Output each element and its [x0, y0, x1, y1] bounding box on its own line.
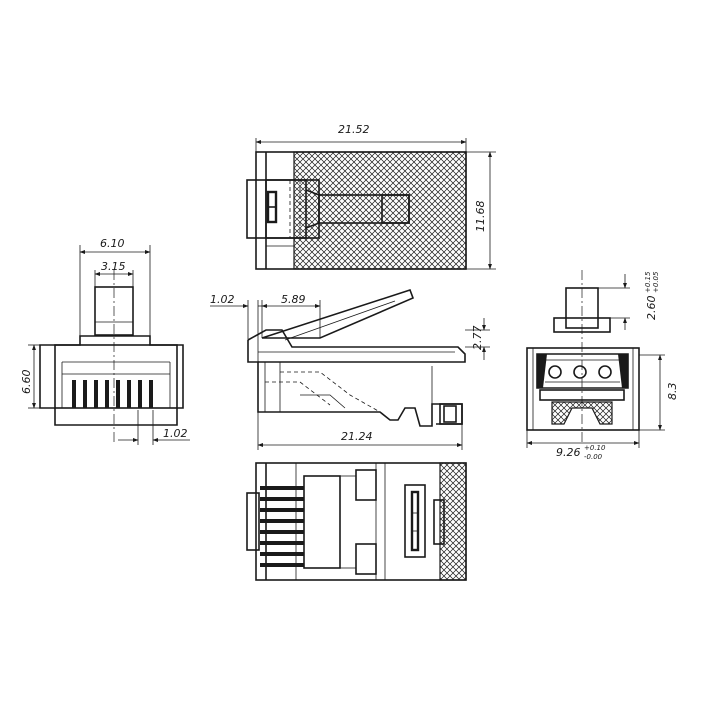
top-view: 21.52 11.68: [246, 123, 496, 270]
right-hatched-base: [551, 401, 613, 425]
right-housing: [526, 347, 640, 431]
dim-front-height: 6.60: [20, 370, 33, 395]
dim-right-width-tol-lower: -0.00: [584, 453, 603, 461]
dim-front-inner: 3.15: [101, 260, 126, 273]
dim-top-length: 21.52: [338, 123, 370, 136]
dim-front-pitch: 1.02: [163, 427, 188, 440]
dim-front-width: 6.10: [100, 237, 125, 250]
front-contacts: [72, 380, 153, 408]
bottom-view: [246, 462, 467, 581]
side-latch: [261, 289, 415, 339]
bottom-contacts: [260, 486, 304, 567]
top-body-hatch: [293, 151, 467, 270]
dim-side-latch: 5.89: [281, 293, 306, 306]
side-view: 1.02 5.89 2.77 21.24: [210, 289, 490, 450]
dim-side-offset: 1.02: [210, 293, 235, 306]
front-view: 6.10 3.15 6.60 1.02: [20, 237, 190, 445]
dim-right-width: 9.26: [556, 446, 581, 459]
dim-right-height: 8.3: [666, 383, 679, 401]
dim-side-small: 2.77: [471, 326, 484, 351]
dim-right-latch-tol-upper: +0.15: [644, 271, 652, 293]
front-housing: [39, 335, 184, 426]
front-latch: [94, 286, 134, 336]
right-view: 2.60 +0.15 +0.05 8.3 9.26 +0.10 -0.00: [526, 270, 679, 461]
dim-top-height: 11.68: [474, 201, 487, 233]
dim-right-width-tol-upper: +0.10: [584, 444, 606, 452]
dim-right-latch-tol-lower: +0.05: [652, 271, 660, 293]
dim-right-latch: 2.60: [645, 296, 658, 321]
dim-side-length: 21.24: [341, 430, 373, 443]
